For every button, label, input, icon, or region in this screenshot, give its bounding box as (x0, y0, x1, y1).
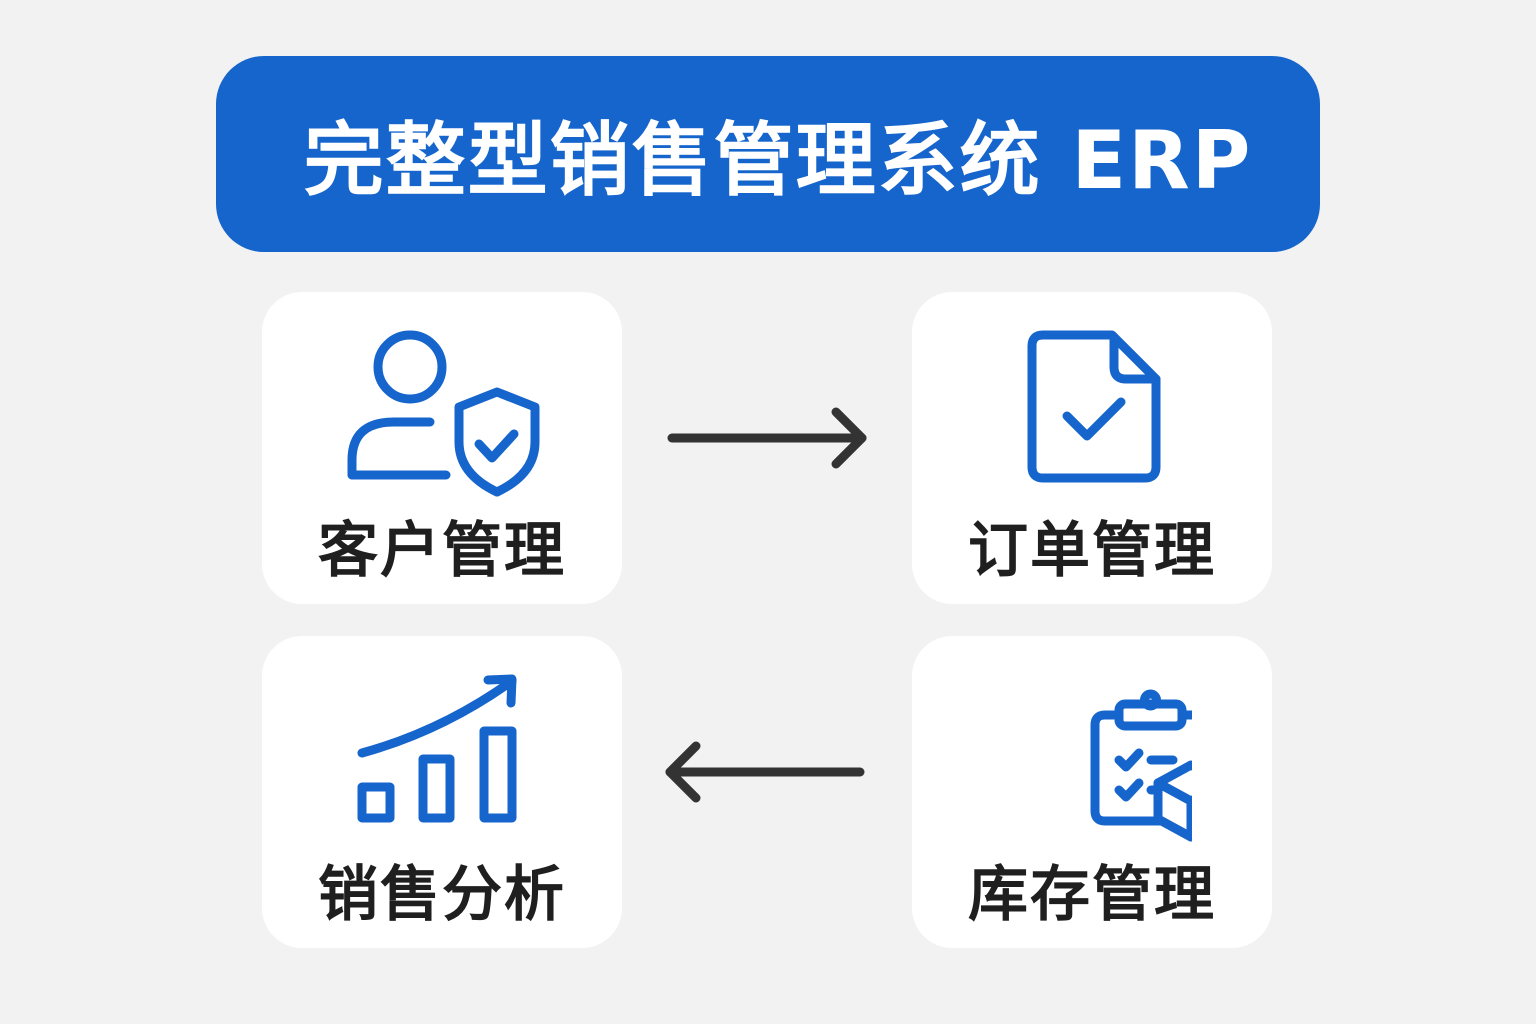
arrow-right-icon (667, 407, 867, 469)
page-title: 完整型销售管理系统 ERP (303, 114, 1253, 207)
bar-chart-trend-icon (357, 674, 517, 823)
module-label-analysis: 销售分析 (318, 860, 566, 930)
arrow-left-icon (665, 741, 865, 803)
module-card-order[interactable]: 订单管理 (912, 292, 1272, 604)
module-card-inventory[interactable]: 库存管理 (912, 636, 1272, 948)
user-shield-icon (347, 330, 540, 497)
module-card-analysis[interactable]: 销售分析 (262, 636, 622, 948)
title-banner: 完整型销售管理系统 ERP (216, 56, 1320, 252)
module-card-customer[interactable]: 客户管理 (262, 292, 622, 604)
clipboard-box-icon (1090, 689, 1192, 842)
module-label-order: 订单管理 (968, 516, 1216, 586)
document-check-icon (1027, 330, 1161, 483)
module-label-customer: 客户管理 (318, 516, 566, 586)
module-label-inventory: 库存管理 (968, 860, 1216, 930)
